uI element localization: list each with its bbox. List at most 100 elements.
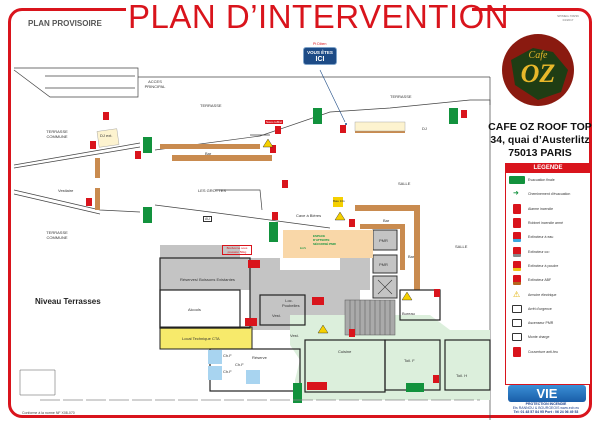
label-vestiaire: Vestiaire	[58, 188, 74, 193]
legend-item: Extincteur ABF	[506, 273, 590, 287]
venue-name: CAFE OZ ROOF TOP	[488, 121, 592, 133]
fire-blanket-icon	[506, 346, 528, 357]
label-terrasse: TERRASSE	[200, 103, 222, 108]
label-bar: Bar	[408, 254, 415, 259]
label-salle: SALLE	[455, 244, 468, 249]
legend-item: Alarme incendie	[506, 202, 590, 216]
label-chf: Ch.F	[223, 353, 232, 358]
extinguisher-abf-icon	[506, 275, 528, 286]
electrical-cabinet-icon: ⚠	[513, 289, 521, 299]
legend-item: Robinet incendie armé	[506, 216, 590, 230]
you-are-here-line1: VOUS ÊTES	[307, 50, 333, 55]
label-cuisine: Cuisine	[338, 349, 352, 354]
legend-title: LEGENDE	[506, 164, 590, 173]
emergency-stop-icon	[506, 304, 528, 313]
legend-item: ⚠ Armoire électrique	[506, 287, 590, 301]
label-bar: Bar	[205, 151, 212, 156]
pmr-elevator-icon	[506, 319, 528, 328]
legend-item: Monte charge	[506, 330, 590, 344]
label-cave: Cave à Bières	[296, 213, 322, 218]
level-label: Niveau Terrasses	[35, 297, 101, 306]
company-info: PROTECTION INCENDIE Ets RANNOU & BOURGEO…	[500, 402, 592, 414]
you-are-here-line2: ICI	[315, 56, 325, 63]
company-line3: Tel: 01 48 57 84 95 Port : 06 24 06 49 5…	[513, 410, 579, 414]
svg-text:Cafe: Cafe	[529, 50, 548, 61]
freight-elevator-icon	[506, 333, 528, 342]
legend-item: Evacuation finale	[506, 173, 590, 187]
extinguisher-powder-icon	[506, 260, 528, 271]
legend-item-label: Evacuation finale	[528, 178, 555, 183]
label-chf: Ch.F	[223, 369, 232, 374]
legend-item: Extincteur à poudre	[506, 259, 590, 273]
you-are-here-pointer: Pt Diben	[313, 42, 327, 46]
label-toil-h: Toil. H	[456, 373, 468, 378]
label-bar: Bar	[383, 218, 390, 223]
emergency-stop-marker: AU	[203, 216, 212, 222]
company-line1: PROTECTION INCENDIE	[525, 402, 567, 406]
company-line2: Ets RANNOU & BOURGEOIS www.ecb.eu	[512, 406, 580, 410]
label-acces: ACCES PRINCIPAL	[144, 79, 166, 89]
venue-address: CAFE OZ ROOF TOP 34, quai d’Austerlitz 7…	[484, 121, 596, 160]
label-les-grottes: LES GROTTES	[198, 188, 227, 193]
arrow-right-icon: ➜	[513, 190, 519, 198]
label-local-cta: Local Technique CTA	[182, 336, 220, 341]
legend-item-label: Couverture anti-feu	[528, 349, 558, 354]
legend-item-label: Arrêt d'urgence	[528, 306, 552, 311]
legend-item: Arrêt d'urgence	[506, 302, 590, 316]
legend-item-label: Extincteur à eau	[528, 235, 554, 240]
norm-compliance: Conforme à la norme NF X08-070	[22, 411, 75, 415]
label-eas: ESPACE D'ATTENTE SÉCURISÉ PMR	[313, 234, 336, 246]
legend-item: Couverture anti-feu	[506, 345, 590, 359]
label-local-poubelles: Loc. Poubelles	[282, 298, 300, 308]
legend-item-label: Armoire électrique	[528, 292, 557, 297]
you-are-here-marker: VOUS ÊTES ICI	[303, 47, 337, 65]
legend-item: Extincteur à eau	[506, 230, 590, 244]
fire-hose-icon	[506, 218, 528, 229]
label-bureau: Bureau	[402, 311, 415, 316]
legend-item: Extincteur co²	[506, 244, 590, 258]
label-vest: Vest.	[290, 333, 299, 338]
svg-text:OZ: OZ	[521, 59, 556, 88]
label-terrasse: TERRASSE	[390, 94, 412, 99]
venue-street: 34, quai d’Austerlitz	[490, 134, 590, 146]
frame-gap	[126, 4, 472, 14]
legend-item: ➜ Cheminement d'évacuation	[506, 187, 590, 201]
plan-status: PLAN PROVISOIRE	[28, 19, 102, 28]
legend: LEGENDE Evacuation finale ➜ Cheminement d'…	[505, 163, 591, 385]
extinguisher-water-icon	[506, 232, 528, 243]
label-bonbonne: Bonbonne sous pression 50kg	[222, 245, 252, 255]
legend-item-label: Ascenseur PMR	[528, 321, 554, 326]
label-salle: SALLE	[398, 181, 411, 186]
label-baie: Baie Info	[333, 199, 345, 203]
label-vest: Vest.	[272, 313, 281, 318]
label-eas-short: EAS	[300, 246, 307, 250]
label-toil-f: Toil. F	[404, 358, 415, 363]
label-chf: Ch.F	[235, 362, 244, 367]
label-terrasse-commune: TERRASSE COMMUNE	[46, 129, 68, 139]
exit-sign-icon	[506, 176, 528, 185]
fire-alarm-icon	[506, 203, 528, 214]
legend-item-label: Robinet incendie armé	[528, 221, 564, 226]
legend-item-label: Extincteur ABF	[528, 278, 552, 283]
label-dj: DJ	[422, 126, 427, 131]
legend-item-label: Extincteur à poudre	[528, 263, 559, 268]
label-pmr: PMR	[379, 238, 388, 243]
legend-item-label: Cheminement d'évacuation	[528, 192, 571, 197]
legend-item-label: Alarme incendie	[528, 206, 554, 211]
page-title: PLAN D’INTERVENTION	[128, 0, 510, 35]
label-alcools: Alcools	[188, 307, 201, 312]
label-pmr: PMR	[379, 262, 388, 267]
label-reserves: Réserves/ Boissons Existantes	[180, 277, 235, 282]
label-reserve: Réserve	[252, 355, 267, 360]
label-dj-ext: DJ ext.	[100, 133, 113, 138]
legend-item: Ascenseur PMR	[506, 316, 590, 330]
label-terrasse-commune: TERRASSE COMMUNE	[46, 230, 68, 240]
label-sous-coffret: Sous coffret	[265, 120, 283, 124]
document-reference: SPIMEG.708/36 04/2017	[557, 14, 579, 22]
extinguisher-co2-icon	[506, 246, 528, 257]
venue-city: 75013 PARIS	[508, 147, 572, 159]
vie-logo: VIE	[508, 385, 586, 402]
legend-item-label: Extincteur co²	[528, 249, 550, 254]
